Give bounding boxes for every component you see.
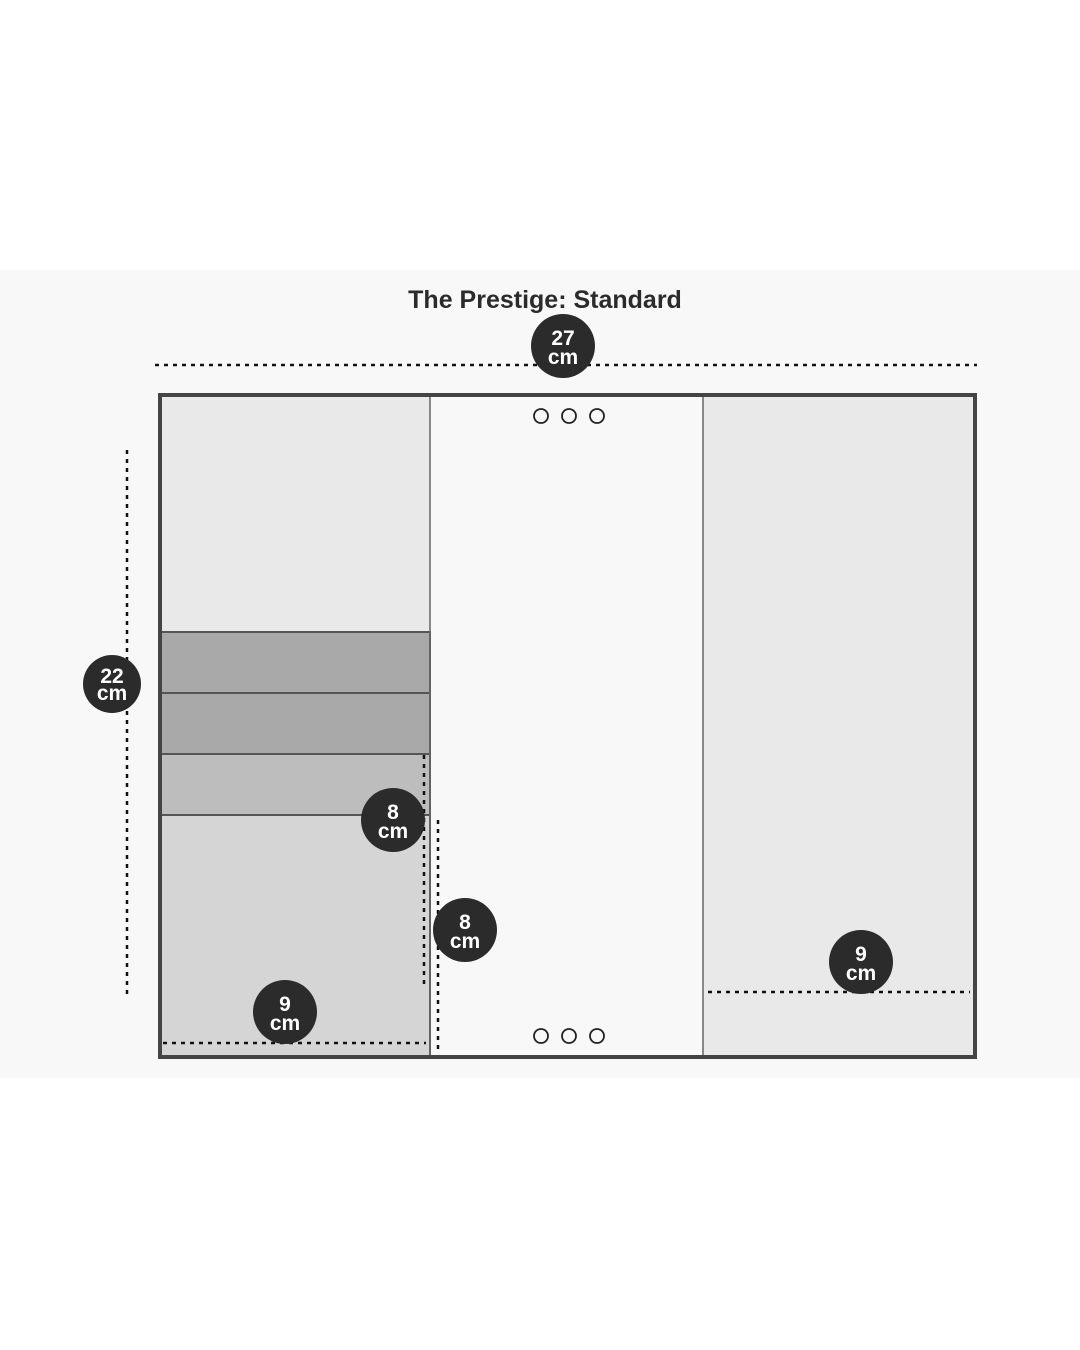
svg-text:cm: cm bbox=[846, 962, 876, 985]
stitch-holes-bottom bbox=[533, 1028, 605, 1044]
svg-text:cm: cm bbox=[548, 346, 578, 369]
svg-text:cm: cm bbox=[450, 930, 480, 953]
center-badge: 8 cm bbox=[433, 898, 497, 962]
svg-text:9: 9 bbox=[855, 943, 867, 966]
wallet-outline bbox=[158, 393, 977, 1059]
svg-text:cm: cm bbox=[378, 820, 408, 843]
svg-text:8: 8 bbox=[459, 911, 471, 934]
svg-text:27: 27 bbox=[551, 327, 574, 350]
height-badge: 22 cm bbox=[83, 655, 141, 713]
stitch-holes-top bbox=[533, 408, 605, 424]
svg-text:8: 8 bbox=[387, 801, 399, 824]
card-slot-1 bbox=[159, 631, 431, 694]
width-badge: 27 cm bbox=[531, 314, 595, 378]
svg-text:22: 22 bbox=[100, 665, 123, 688]
right-pocket-badge: 9 cm bbox=[829, 930, 893, 994]
diagram-title: The Prestige: Standard bbox=[408, 286, 682, 314]
card-slots-badge: 8 cm bbox=[361, 788, 425, 852]
svg-text:cm: cm bbox=[270, 1012, 300, 1035]
left-pocket-badge: 9 cm bbox=[253, 980, 317, 1044]
svg-text:cm: cm bbox=[97, 682, 127, 705]
card-slot-2 bbox=[159, 692, 431, 755]
svg-text:9: 9 bbox=[279, 993, 291, 1016]
